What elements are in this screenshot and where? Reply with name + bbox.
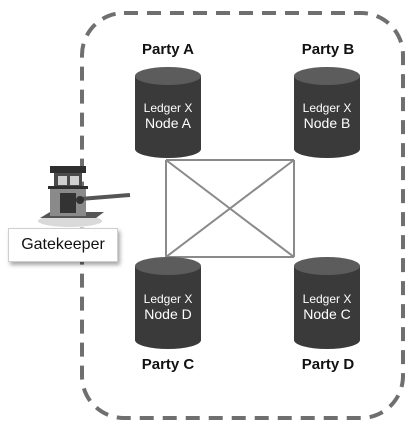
node-d-name: Node D — [144, 306, 192, 323]
node-a-name: Node A — [145, 115, 191, 132]
node-b-name: Node B — [303, 115, 351, 132]
node-a-cylinder — [135, 67, 201, 158]
node-b-ledger: Ledger X — [302, 101, 352, 115]
gatekeeper-booth-icon — [38, 166, 131, 227]
node-c-name: Node C — [303, 306, 351, 323]
party-b-label: Party B — [301, 41, 355, 58]
link-b-c — [165, 159, 295, 258]
node-a-ledger: Ledger X — [143, 101, 193, 115]
node-d-cylinder — [135, 257, 201, 349]
node-b-cylinder — [294, 67, 360, 158]
node-c-cylinder — [294, 257, 360, 349]
node-c-ledger: Ledger X — [302, 292, 352, 306]
node-c-label: Ledger X Node C — [289, 292, 365, 323]
mesh-connections — [165, 159, 295, 258]
node-d-label: Ledger X Node D — [130, 292, 206, 323]
party-d-label: Party D — [301, 356, 355, 373]
node-d-ledger: Ledger X — [143, 292, 193, 306]
node-b-label: Ledger X Node B — [289, 101, 365, 132]
node-a-label: Ledger X Node A — [130, 101, 206, 132]
party-a-label: Party A — [142, 41, 194, 58]
party-c-label: Party C — [141, 356, 195, 373]
gatekeeper-label: Gatekeeper — [8, 228, 118, 262]
